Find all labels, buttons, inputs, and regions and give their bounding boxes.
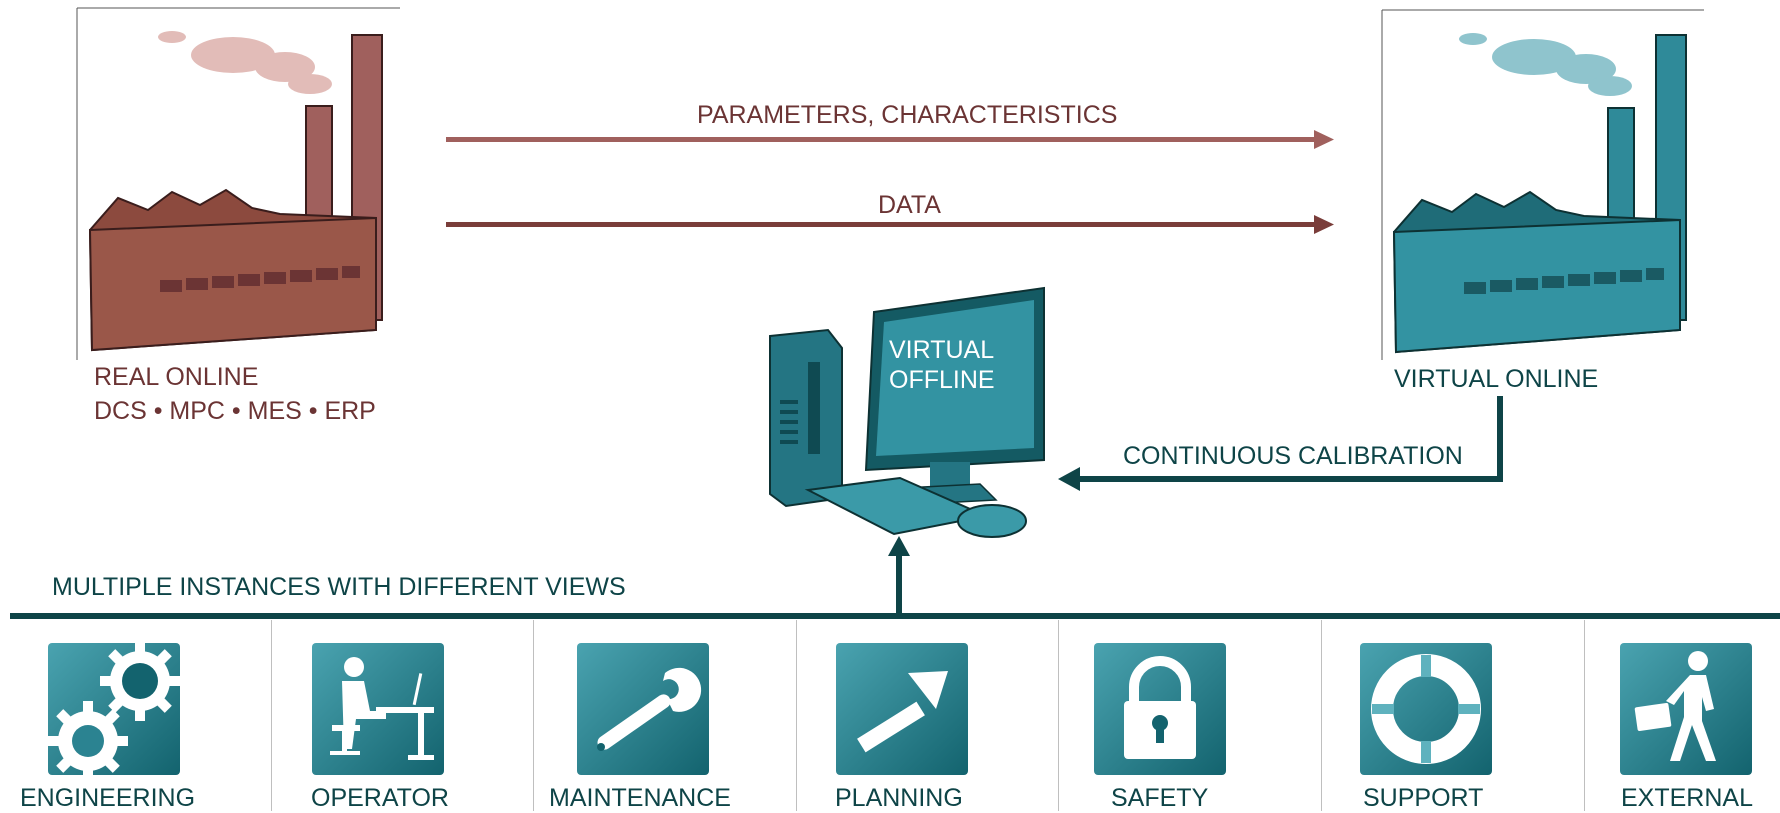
- view-label-safety: SAFETY: [1111, 784, 1209, 812]
- virtual-offline-line2: OFFLINE: [889, 366, 995, 394]
- gears-icon[interactable]: [48, 641, 180, 781]
- instances-up-arrow: [888, 536, 910, 616]
- virtual-factory-icon: [1392, 33, 1687, 354]
- virtual-offline-line1: VIRTUAL: [889, 336, 995, 364]
- parameters-arrow: [446, 130, 1334, 149]
- view-label-planning: PLANNING: [835, 784, 963, 812]
- data-arrow: [446, 215, 1334, 234]
- real-online-title: REAL ONLINE: [94, 363, 259, 391]
- column-divider: [796, 620, 797, 811]
- view-label-external: EXTERNAL: [1621, 784, 1753, 812]
- operator-desk-icon[interactable]: [312, 643, 444, 775]
- walking-person-briefcase-icon[interactable]: [1620, 643, 1752, 775]
- view-label-maintenance: MAINTENANCE: [549, 784, 731, 812]
- view-label-engineering: ENGINEERING: [20, 784, 196, 812]
- wrench-icon[interactable]: [577, 643, 709, 775]
- column-divider: [533, 620, 534, 811]
- column-divider: [271, 620, 272, 811]
- view-label-operator: OPERATOR: [311, 784, 449, 812]
- calibration-label: CONTINUOUS CALIBRATION: [1123, 442, 1463, 470]
- arrow-up-right-icon[interactable]: [836, 643, 968, 775]
- column-divider: [1058, 620, 1059, 811]
- view-label-support: SUPPORT: [1363, 784, 1484, 812]
- virtual-online-title: VIRTUAL ONLINE: [1394, 365, 1599, 393]
- instances-bar: [10, 613, 1780, 619]
- computer-icon: [769, 286, 1045, 538]
- arrow-parameters-label: PARAMETERS, CHARACTERISTICS: [697, 101, 1118, 129]
- lifebuoy-icon[interactable]: [1360, 643, 1492, 775]
- calibration-arrow: [1058, 396, 1503, 491]
- arrow-data-label: DATA: [878, 191, 941, 219]
- column-divider: [1321, 620, 1322, 811]
- padlock-icon[interactable]: [1094, 643, 1226, 775]
- real-online-systems: DCS • MPC • MES • ERP: [94, 397, 376, 425]
- column-divider: [1584, 620, 1585, 811]
- instances-label: MULTIPLE INSTANCES WITH DIFFERENT VIEWS: [52, 573, 626, 601]
- real-factory-icon: [88, 31, 383, 352]
